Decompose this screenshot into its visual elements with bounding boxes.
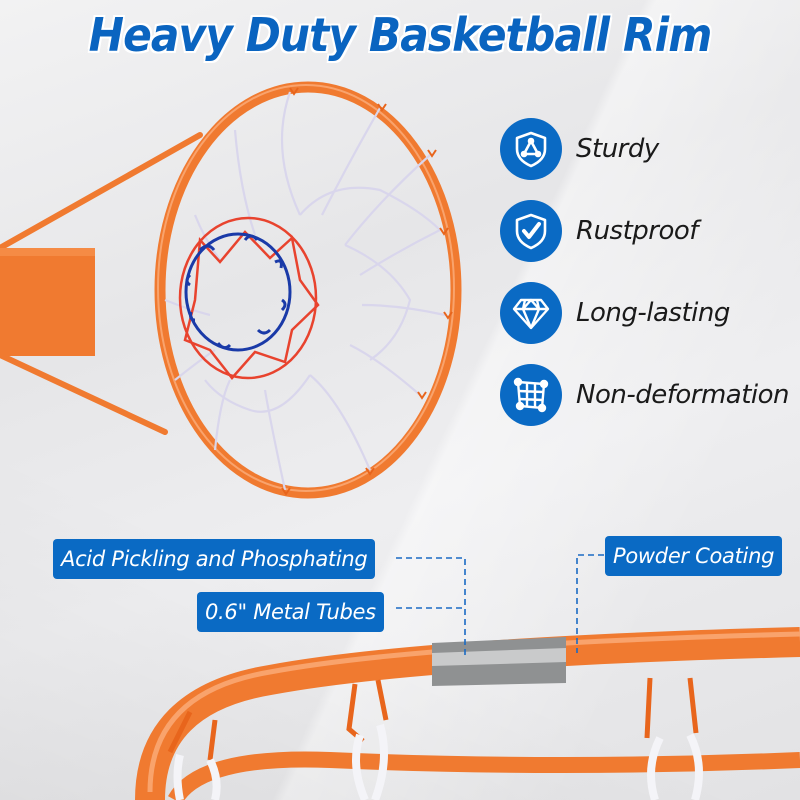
page-title: Heavy Duty Basketball Rim	[88, 8, 713, 62]
backplate-bracket	[0, 248, 95, 356]
feature-label: Non-deformation	[576, 380, 790, 410]
feature-label: Rustproof	[576, 216, 698, 246]
grid-frame-icon	[500, 364, 562, 426]
feature-non-deformation: Non-deformation	[500, 364, 790, 426]
rim-brace	[0, 132, 203, 435]
feature-sturdy: Sturdy	[500, 118, 659, 180]
shield-check-icon	[500, 200, 562, 262]
feature-label: Long-lasting	[576, 298, 730, 328]
feature-rustproof: Rustproof	[500, 200, 698, 262]
callout-powder-coating: Powder Coating	[605, 536, 783, 576]
rim-closeup	[135, 627, 800, 800]
shield-triangle-icon	[500, 118, 562, 180]
feature-long-lasting: Long-lasting	[500, 282, 730, 344]
callout-acid-pickling: Acid Pickling and Phosphating	[53, 539, 376, 579]
callout-metal-tubes: 0.6" Metal Tubes	[197, 592, 384, 632]
feature-label: Sturdy	[576, 134, 659, 164]
diamond-icon	[500, 282, 562, 344]
